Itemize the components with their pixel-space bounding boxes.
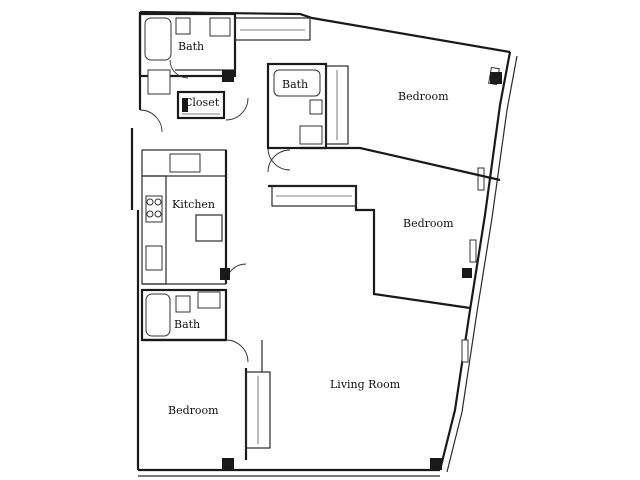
bedroom-east-walls [268, 184, 471, 310]
toilet-icon [175, 295, 191, 313]
toilet-icon [175, 17, 191, 35]
refrigerator-icon [145, 245, 163, 271]
room-label-bedroom-northeast: Bedroom [398, 90, 449, 103]
room-label-bath-middle: Bath [282, 78, 308, 91]
wall-bedroom-divider [300, 146, 501, 182]
bedroom-southwest-walls [142, 338, 271, 460]
room-label-living-room: Living Room [330, 378, 401, 391]
columns [182, 70, 502, 470]
room-label-bath-top: Bath [178, 40, 204, 53]
bathtub-icon [145, 293, 171, 337]
column-icon [222, 70, 234, 82]
top-closet [234, 17, 311, 41]
doors [139, 59, 291, 363]
washer-icon [147, 69, 171, 95]
sink-icon [299, 125, 323, 145]
room-label-kitchen: Kitchen [172, 198, 215, 211]
column-icon [182, 98, 188, 112]
bath-middle [266, 62, 349, 150]
room-label-bedroom-east: Bedroom [403, 217, 454, 230]
sink-icon [209, 17, 231, 37]
room-label-closet: Closet [184, 96, 220, 109]
kitchen [141, 149, 228, 285]
column-icon [220, 268, 230, 280]
kitchen-island [195, 214, 223, 242]
closet-block [176, 90, 226, 120]
column-icon [222, 458, 234, 470]
bath-lower [140, 288, 228, 342]
sink-icon [169, 153, 201, 173]
room-label-bedroom-southwest: Bedroom [168, 404, 219, 417]
column-icon [430, 458, 442, 470]
outer-walls [130, 10, 512, 472]
bathtub-icon [144, 17, 172, 61]
room-label-bath-lower: Bath [174, 318, 200, 331]
bath-top [138, 12, 237, 95]
window-strip [446, 55, 518, 473]
column-icon [462, 268, 472, 278]
column-icon [490, 72, 502, 84]
toilet-icon [309, 99, 323, 115]
sink-icon [197, 291, 221, 309]
bathtub-icon [273, 69, 321, 97]
